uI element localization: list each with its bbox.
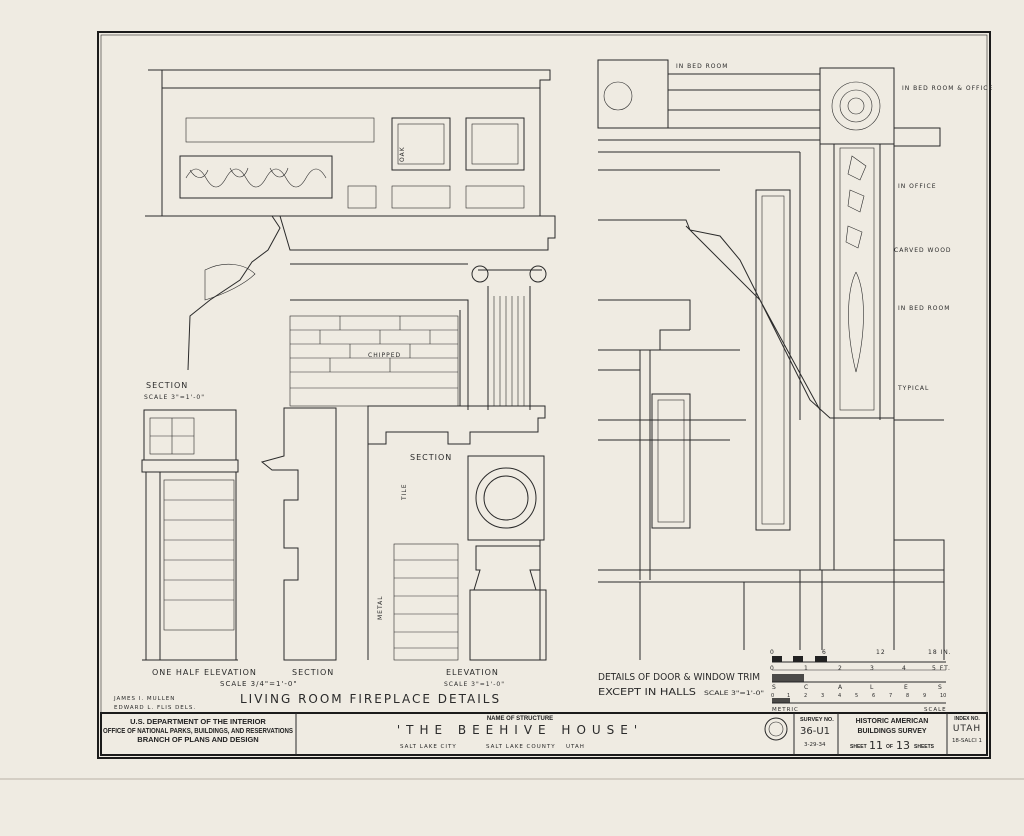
svg-text:SHEETS: SHEETS: [914, 744, 935, 750]
svg-text:2: 2: [804, 693, 807, 699]
habs-line-2: BUILDINGS SURVEY: [857, 728, 926, 735]
svg-text:18 IN.: 18 IN.: [928, 649, 952, 656]
carved-wood-label: CARVED WOOD: [894, 247, 952, 254]
section-bottom-label: SECTION: [292, 668, 334, 677]
elevation-label: ELEVATION: [446, 668, 499, 677]
svg-text:6: 6: [872, 693, 875, 699]
svg-text:2: 2: [838, 665, 843, 672]
svg-text:E: E: [904, 684, 909, 691]
index-no-label: INDEX NO.: [954, 716, 980, 722]
habs-line-1: HISTORIC AMERICAN: [856, 718, 929, 725]
svg-text:7: 7: [889, 693, 892, 699]
section-scale-bottom: SCALE 3/4"=1'-0": [220, 680, 298, 688]
svg-text:SHEET: SHEET: [850, 744, 867, 750]
scale-label: SCALE: [924, 707, 947, 713]
typical-label: TYPICAL: [897, 385, 929, 392]
svg-text:S: S: [938, 684, 943, 691]
in-bed-room-label: IN BED ROOM: [898, 305, 950, 312]
city: SALT LAKE CITY: [400, 744, 457, 750]
name-of-structure-label: NAME OF STRUCTURE: [487, 716, 553, 722]
svg-text:L: L: [870, 684, 874, 691]
graphic-scale-bar: [772, 656, 946, 704]
trim-title-line2: EXCEPT IN HALLS: [598, 687, 696, 698]
survey-no-label: SURVEY NO.: [800, 717, 834, 723]
svg-text:S: S: [772, 684, 777, 691]
svg-text:6: 6: [822, 649, 827, 656]
index-code: 18-SALCI 1: [952, 738, 982, 744]
tile-label: TILE: [401, 483, 408, 501]
scale-ft-ticks: 0 1 2 3 4 5 FT.: [770, 665, 951, 672]
svg-text:3: 3: [821, 693, 824, 699]
delineator-name-1: JAMES I. MULLEN: [113, 696, 175, 702]
fireplace-panel-title: LIVING ROOM FIREPLACE DETAILS: [240, 692, 501, 706]
elevation-scale: SCALE 3"=1'-0": [444, 681, 505, 688]
section-label: SECTION: [146, 381, 188, 390]
agency-line-2: OFFICE OF NATIONAL PARKS, BUILDINGS, AND…: [103, 726, 293, 735]
trim-title-line1: DETAILS OF DOOR & WINDOW TRIM: [598, 672, 760, 683]
chipped-label: CHIPPED: [368, 352, 401, 359]
metric-label: METRIC: [772, 707, 799, 713]
svg-text:0: 0: [770, 649, 775, 656]
county: SALT LAKE COUNTY: [486, 744, 556, 750]
title-block: [100, 712, 988, 756]
svg-text:OF: OF: [886, 744, 893, 750]
svg-text:1: 1: [787, 693, 790, 699]
structure-name: 'THE BEEHIVE HOUSE': [397, 723, 643, 737]
in-bed-room-top-label: IN BED ROOM: [676, 63, 728, 70]
svg-text:3: 3: [870, 665, 875, 672]
svg-text:5 FT.: 5 FT.: [932, 665, 951, 672]
svg-text:5: 5: [855, 693, 858, 699]
agency-line-1: U.S. DEPARTMENT OF THE INTERIOR: [130, 717, 266, 726]
svg-text:8: 8: [906, 693, 909, 699]
sheet-inner-border: [100, 34, 988, 756]
sheet-border: [97, 31, 991, 759]
svg-text:9: 9: [923, 693, 926, 699]
svg-text:C: C: [804, 684, 809, 691]
oak-label: OAK: [399, 146, 406, 162]
index-state: UTAH: [953, 724, 981, 734]
survey-date: 3-29-34: [804, 742, 826, 748]
seal-icon: [764, 717, 788, 741]
fireplace-elevation-drawing: [141, 69, 556, 661]
state: UTAH: [566, 744, 585, 750]
svg-text:0: 0: [771, 693, 774, 699]
in-office-label: IN OFFICE: [898, 183, 937, 190]
survey-no: 36-U1: [800, 726, 830, 737]
section-mid-label: SECTION: [410, 453, 452, 462]
svg-text:13: 13: [896, 739, 910, 752]
agency-line-3: BRANCH OF PLANS AND DESIGN: [137, 735, 258, 744]
svg-text:12: 12: [876, 649, 886, 656]
door-trim-drawing: [597, 59, 945, 660]
scale-in-ticks: 0 6 12 18 IN.: [770, 649, 952, 656]
svg-text:4: 4: [902, 665, 907, 672]
scale-metric-ticks: 0 1 2 3 4 5 6 7 8 9 10: [771, 693, 946, 699]
svg-text:10: 10: [940, 693, 946, 699]
svg-text:1: 1: [804, 665, 809, 672]
svg-text:A: A: [838, 684, 843, 691]
trim-scale: SCALE 3"=1'-0": [704, 690, 764, 697]
sheet-number: SHEET 11 OF 13 SHEETS: [850, 739, 935, 752]
svg-text:4: 4: [838, 693, 841, 699]
svg-text:0: 0: [770, 665, 775, 672]
delineator-name-2: EDWARD L. FLIS DELS.: [114, 705, 196, 711]
one-half-elevation-label: ONE HALF ELEVATION: [152, 668, 257, 677]
svg-text:11: 11: [869, 739, 883, 752]
in-bed-room-office-label: IN BED ROOM & OFFICE: [902, 85, 993, 92]
metal-label: METAL: [377, 595, 384, 620]
section-scale-label: SCALE 3"=1'-0": [144, 394, 205, 401]
